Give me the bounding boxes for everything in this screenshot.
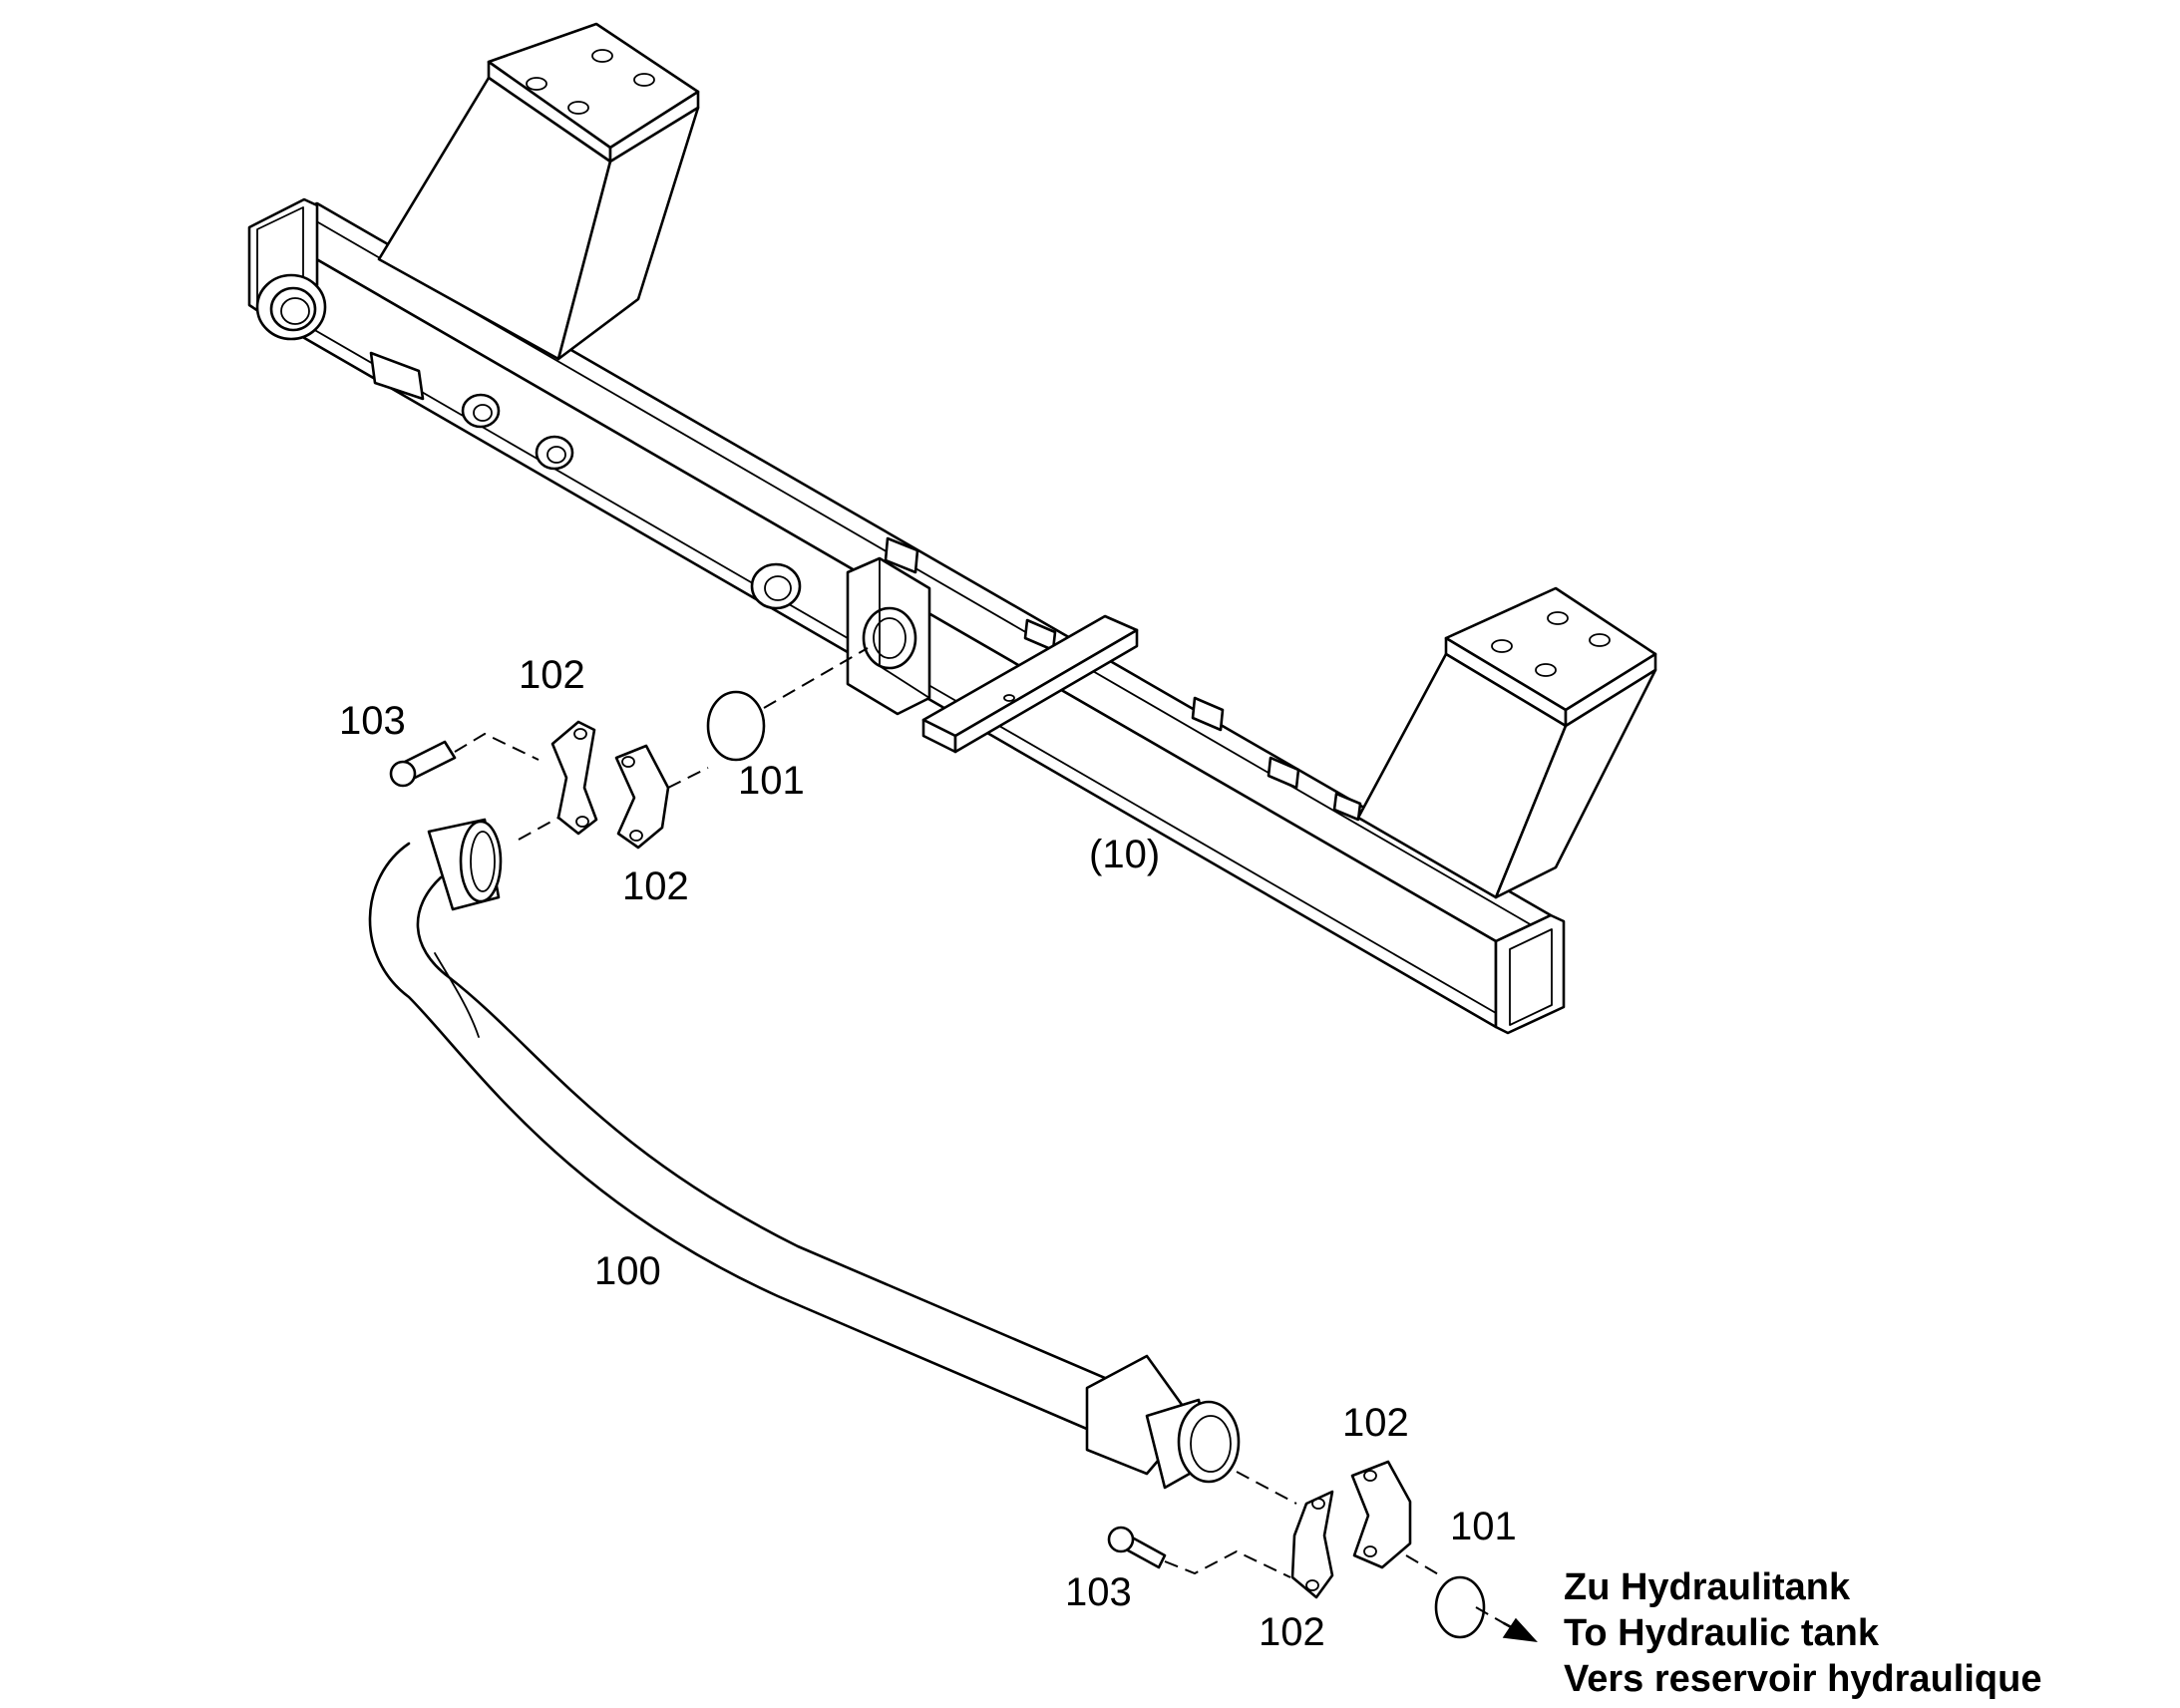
frame-assembly [247,22,1657,1035]
clamp-102-top-upper [550,720,598,836]
left-port-fitting [255,273,327,341]
right-support-bracket [1356,586,1657,899]
beam-flange-plate [846,556,931,716]
oring-101-bottom [1434,1575,1486,1639]
label-clamp-102-top-upper: 102 [519,653,585,697]
label-screw-103-top: 103 [339,699,406,743]
hose-100 [368,818,1241,1490]
label-assembly-10: (10) [1089,833,1160,876]
bottom-connection-parts [1107,1460,1538,1642]
hose-upper-end-fitting [427,818,503,1038]
label-clamp-102-bottom-lower: 102 [1259,1610,1325,1654]
note-line-de: Zu Hydraulitank [1564,1566,1851,1608]
left-support-bracket [377,22,700,361]
label-oring-101-bottom: 101 [1450,1505,1517,1548]
hose-lower-end-fitting [1085,1354,1241,1490]
label-oring-101-top: 101 [738,759,805,803]
label-screw-103-bottom: 103 [1065,1570,1132,1614]
side-fittings [369,351,1362,822]
screw-103-top [389,740,457,788]
top-connection-parts [389,647,869,850]
label-clamp-102-bottom-upper: 102 [1342,1401,1409,1445]
screw-103-bottom [1107,1526,1167,1569]
oring-101-top [706,690,766,762]
clamp-102-bottom-left [1290,1490,1334,1599]
cross-bar [921,614,1139,754]
clamp-102-top-lower [614,744,670,850]
label-hose-100: 100 [594,1249,661,1293]
note-line-fr: Vers reservoir hydraulique [1564,1658,2041,1700]
note-line-en: To Hydraulic tank [1564,1612,1880,1654]
to-tank-arrow [1475,1606,1538,1642]
clamp-102-bottom-right [1350,1460,1412,1569]
label-clamp-102-top-lower: 102 [622,864,689,908]
